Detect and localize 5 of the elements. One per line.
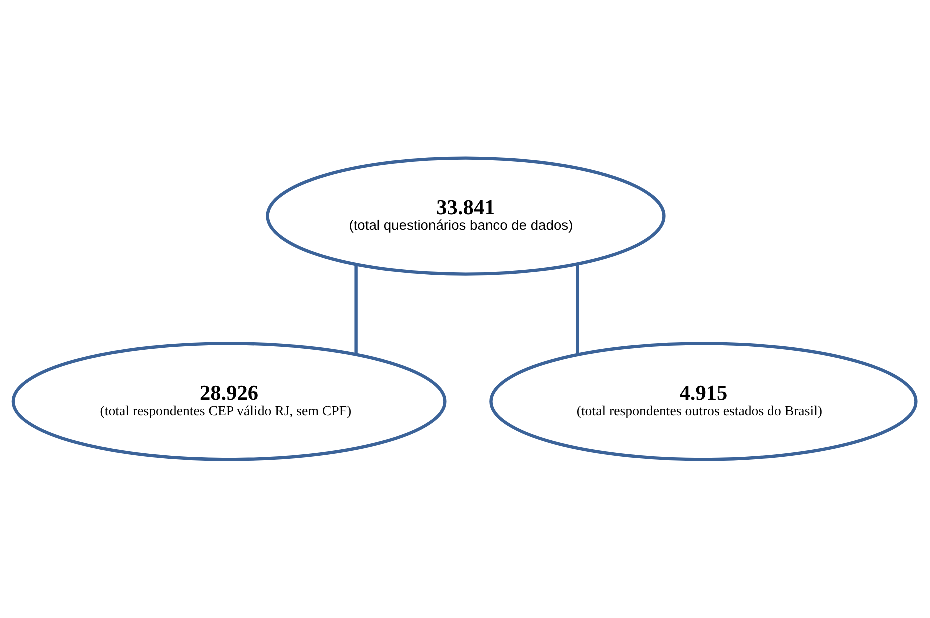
connector xyxy=(576,264,580,355)
node-ellipse: 33.841 (total questionários banco de dados) xyxy=(266,156,666,276)
connector xyxy=(354,265,358,355)
node-ellipse: 28.926 (total respondentes CEP válido RJ, sem CPF) xyxy=(12,342,447,462)
node-ellipse: 4.915 (total respondentes outros estados do Brasil) xyxy=(490,342,918,462)
